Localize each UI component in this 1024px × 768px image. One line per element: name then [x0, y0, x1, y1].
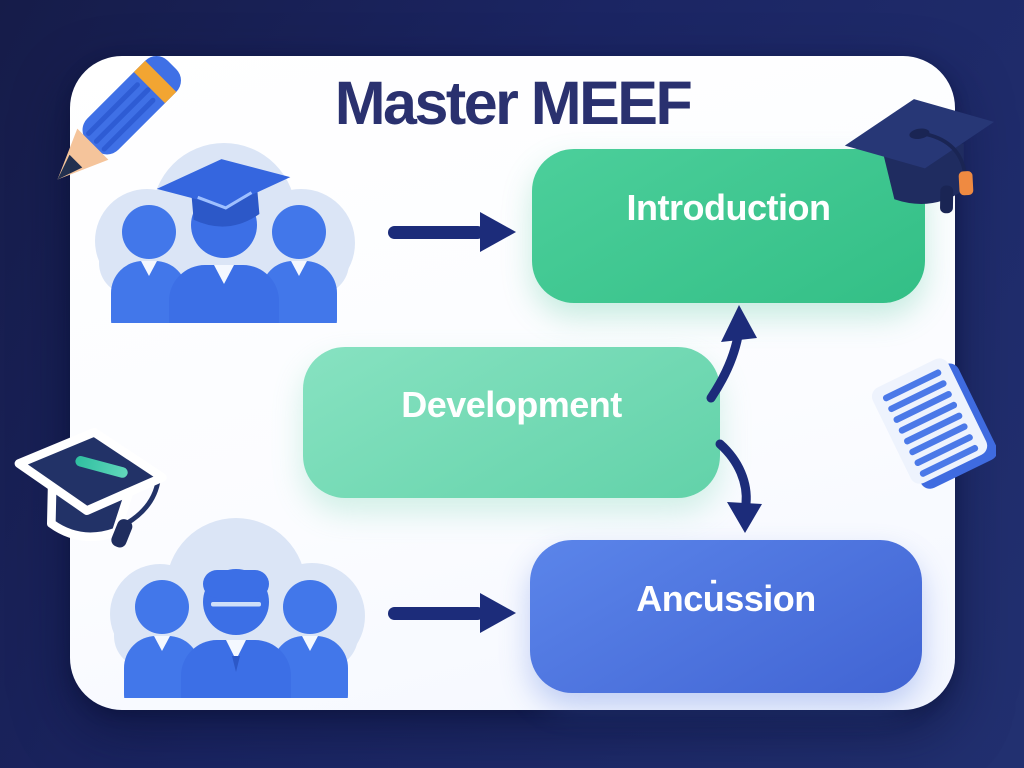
graduation-cap-icon — [844, 99, 995, 214]
arrow-head-icon — [480, 593, 516, 633]
flow-node-introduction-label: Introduction — [626, 187, 831, 228]
flow-node-development-label: Development — [401, 383, 622, 425]
teacher-center — [181, 569, 291, 698]
students-cloud-teacher-icon — [110, 518, 365, 698]
student-left — [111, 205, 187, 323]
hair-shape — [203, 570, 269, 598]
student-right — [261, 205, 337, 323]
arrow-head-icon — [480, 212, 516, 252]
graduate-center — [156, 159, 291, 323]
flow-node-conclusion-label: Ancu̇ssion — [636, 577, 816, 619]
flow-node-conclusion: Ancu̇ssion — [530, 540, 922, 693]
graduation-cap-small-icon — [156, 159, 291, 227]
tie-shape — [232, 656, 240, 672]
teal-accent — [75, 456, 128, 478]
pencil-graphite-tip — [57, 154, 83, 180]
arrow-shaft — [388, 226, 484, 239]
student-left — [124, 580, 200, 698]
graduation-cap-outline-icon — [14, 427, 167, 548]
notepad-lines — [882, 369, 979, 477]
tassel-cord — [926, 132, 967, 174]
student-right — [272, 580, 348, 698]
pencil-icon — [57, 56, 181, 180]
notepad-icon — [871, 358, 996, 489]
flow-node-introduction: Introduction — [532, 149, 925, 303]
students-cloud-graduate-icon — [95, 143, 355, 323]
tassel-dark — [111, 519, 133, 548]
arrow-students-to-conclusion — [388, 592, 520, 634]
arrow-shaft — [388, 607, 484, 620]
tassel-dark — [940, 185, 954, 214]
arrow-students-to-introduction — [388, 211, 520, 253]
glasses-line — [211, 602, 261, 607]
pencil-band — [133, 60, 177, 104]
diagram-card: Master MEEF Introduction Development Anc… — [70, 56, 955, 710]
page-title: Master MEEF — [334, 69, 693, 137]
tassel-orange — [958, 171, 974, 196]
flow-node-development: Development — [303, 347, 720, 498]
